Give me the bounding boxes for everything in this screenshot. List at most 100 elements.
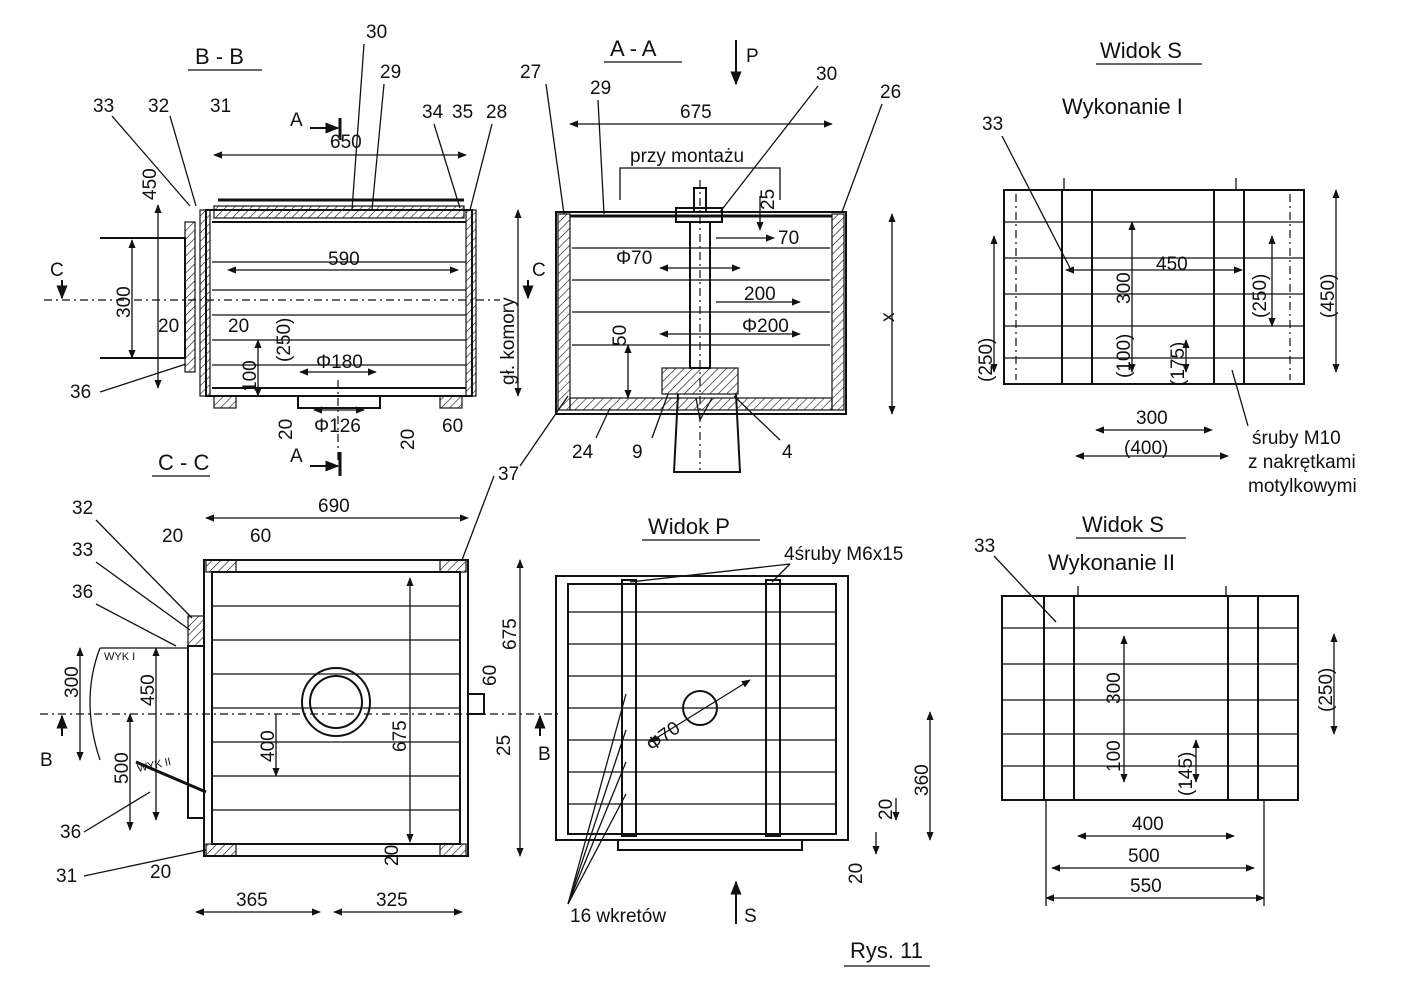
bb-dim-20b: 20 — [228, 316, 249, 337]
cc-dim-60-right: 60 — [480, 665, 501, 686]
cc-part-31: 31 — [56, 866, 77, 887]
s2-dim-500: 500 — [1128, 846, 1160, 867]
cc-dim-20-top: 20 — [162, 526, 183, 547]
bb-dim-phi180: Φ180 — [316, 352, 363, 373]
bb-dim-chamber-depth: gł. komory — [498, 297, 519, 385]
cc-dim-60: 60 — [250, 526, 271, 547]
s1-dim-250-left: (250) — [976, 338, 997, 382]
aa-dim-phi70: Φ70 — [616, 248, 652, 269]
aa-part-27: 27 — [520, 62, 541, 83]
s2-dim-550: 550 — [1130, 876, 1162, 897]
bb-part-32: 32 — [148, 96, 169, 117]
cc-section-b-right: B — [538, 744, 551, 765]
cc-section-b-left: B — [40, 750, 53, 771]
view-s2: Widok S Wykonanie II 300 100 (145) (250)… — [974, 512, 1338, 906]
bb-section-a-top: A — [290, 110, 303, 131]
s1-dim-400: (400) — [1124, 438, 1168, 459]
view-s1-title: Widok S — [1100, 38, 1182, 63]
aa-part-24: 24 — [572, 442, 594, 463]
s1-dim-100: (100) — [1114, 334, 1135, 378]
view-p: Widok P Φ70 360 20 20 4śruby M6x15 16 wk… — [555, 514, 934, 927]
cc-dim-20-bottom: 20 — [382, 845, 403, 866]
s2-dim-250: (250) — [1316, 668, 1337, 712]
p-dim-20a: 20 — [876, 799, 897, 820]
aa-dim-x: x — [878, 312, 899, 322]
bb-dim-20c: 20 — [276, 419, 297, 440]
s2-part-33: 33 — [974, 536, 995, 557]
bb-dim-590: 590 — [328, 249, 360, 270]
view-cc: C - C 690 20 60 675 — [40, 450, 560, 916]
bb-part-31: 31 — [210, 96, 231, 117]
s1-dim-450: 450 — [1156, 254, 1188, 275]
aa-dim-mounting-note: przy montażu — [630, 146, 744, 167]
cc-dim-365: 365 — [236, 890, 268, 911]
aa-dim-70: 70 — [778, 228, 799, 249]
view-s1: Widok S Wykonanie I 450 300 (250) (450) … — [976, 38, 1357, 497]
bb-dim-20a: 20 — [158, 316, 179, 337]
s1-note-line1: śruby M10 — [1252, 428, 1341, 449]
bb-section-c-left: C — [50, 260, 64, 281]
bb-part-34: 34 — [422, 102, 444, 123]
p-note-screws: 4śruby M6x15 — [784, 544, 903, 565]
cc-part-36-bottom: 36 — [60, 822, 81, 843]
view-cc-title: C - C — [158, 450, 209, 475]
view-bb-title: B - B — [195, 44, 244, 69]
bb-part-28: 28 — [486, 102, 507, 123]
cc-dim-675-inner: 675 — [390, 720, 411, 752]
view-p-title: Widok P — [648, 514, 730, 539]
cc-dim-20-left: 20 — [150, 862, 171, 883]
s1-dim-250-right: (250) — [1250, 274, 1271, 318]
cc-dim-500: 500 — [112, 752, 133, 784]
bb-section-c-right: C — [532, 260, 546, 281]
bb-part-29: 29 — [380, 62, 401, 83]
aa-part-9: 9 — [632, 442, 643, 463]
s2-dim-300: 300 — [1104, 672, 1125, 704]
cc-tag-wyk-i: WYK I — [104, 651, 135, 663]
bb-dim-100: 100 — [240, 360, 261, 392]
view-aa: A - A 675 przy montażu 25 70 Φ — [461, 36, 901, 561]
p-dim-20b: 20 — [846, 863, 867, 884]
view-s1-subtitle: Wykonanie I — [1062, 94, 1183, 119]
cc-part-33: 33 — [72, 540, 93, 561]
cc-dim-325: 325 — [376, 890, 408, 911]
cc-part-32: 32 — [72, 498, 93, 519]
cc-dim-675-right: 675 — [500, 618, 521, 650]
aa-dim-200: 200 — [744, 284, 776, 305]
cc-tag-wyk-ii: WYK II — [136, 756, 172, 775]
view-s2-title: Widok S — [1082, 512, 1164, 537]
aa-part-26: 26 — [880, 82, 901, 103]
p-dim-360: 360 — [912, 764, 933, 796]
aa-dim-50: 50 — [610, 325, 631, 346]
p-dim-phi70: Φ70 — [643, 718, 685, 756]
view-s2-subtitle: Wykonanie II — [1048, 550, 1175, 575]
s1-dim-300-bottom: 300 — [1136, 408, 1168, 429]
aa-part-29: 29 — [590, 78, 611, 99]
aa-part-30: 30 — [816, 64, 837, 85]
view-aa-title: A - A — [610, 36, 657, 61]
s2-dim-100: 100 — [1104, 740, 1125, 772]
cc-dim-690: 690 — [318, 496, 350, 517]
p-arrow-s: S — [744, 906, 757, 927]
cc-part-36-top: 36 — [72, 582, 93, 603]
bb-section-a-bottom: A — [290, 446, 303, 467]
cc-dim-300: 300 — [62, 666, 83, 698]
s1-part-33: 33 — [982, 114, 1003, 135]
figure-label: Rys. 11 — [850, 938, 923, 963]
bb-part-33: 33 — [93, 96, 114, 117]
bb-dim-650: 650 — [330, 132, 362, 153]
s1-note-line3: motylkowymi — [1248, 476, 1357, 497]
bb-dim-20d: 20 — [398, 429, 419, 450]
s2-dim-400: 400 — [1132, 814, 1164, 835]
s1-dim-450-right: (450) — [1318, 274, 1339, 318]
aa-dim-phi200: Φ200 — [742, 316, 789, 337]
cc-dim-25: 25 — [494, 735, 515, 756]
aa-dim-25: 25 — [758, 189, 779, 210]
bb-part-35: 35 — [452, 102, 473, 123]
s1-dim-175: (175) — [1168, 342, 1189, 386]
s1-dim-300: 300 — [1114, 272, 1135, 304]
s1-note-line2: z nakrętkami — [1248, 452, 1356, 473]
aa-part-37: 37 — [498, 464, 519, 485]
aa-dim-675: 675 — [680, 102, 712, 123]
